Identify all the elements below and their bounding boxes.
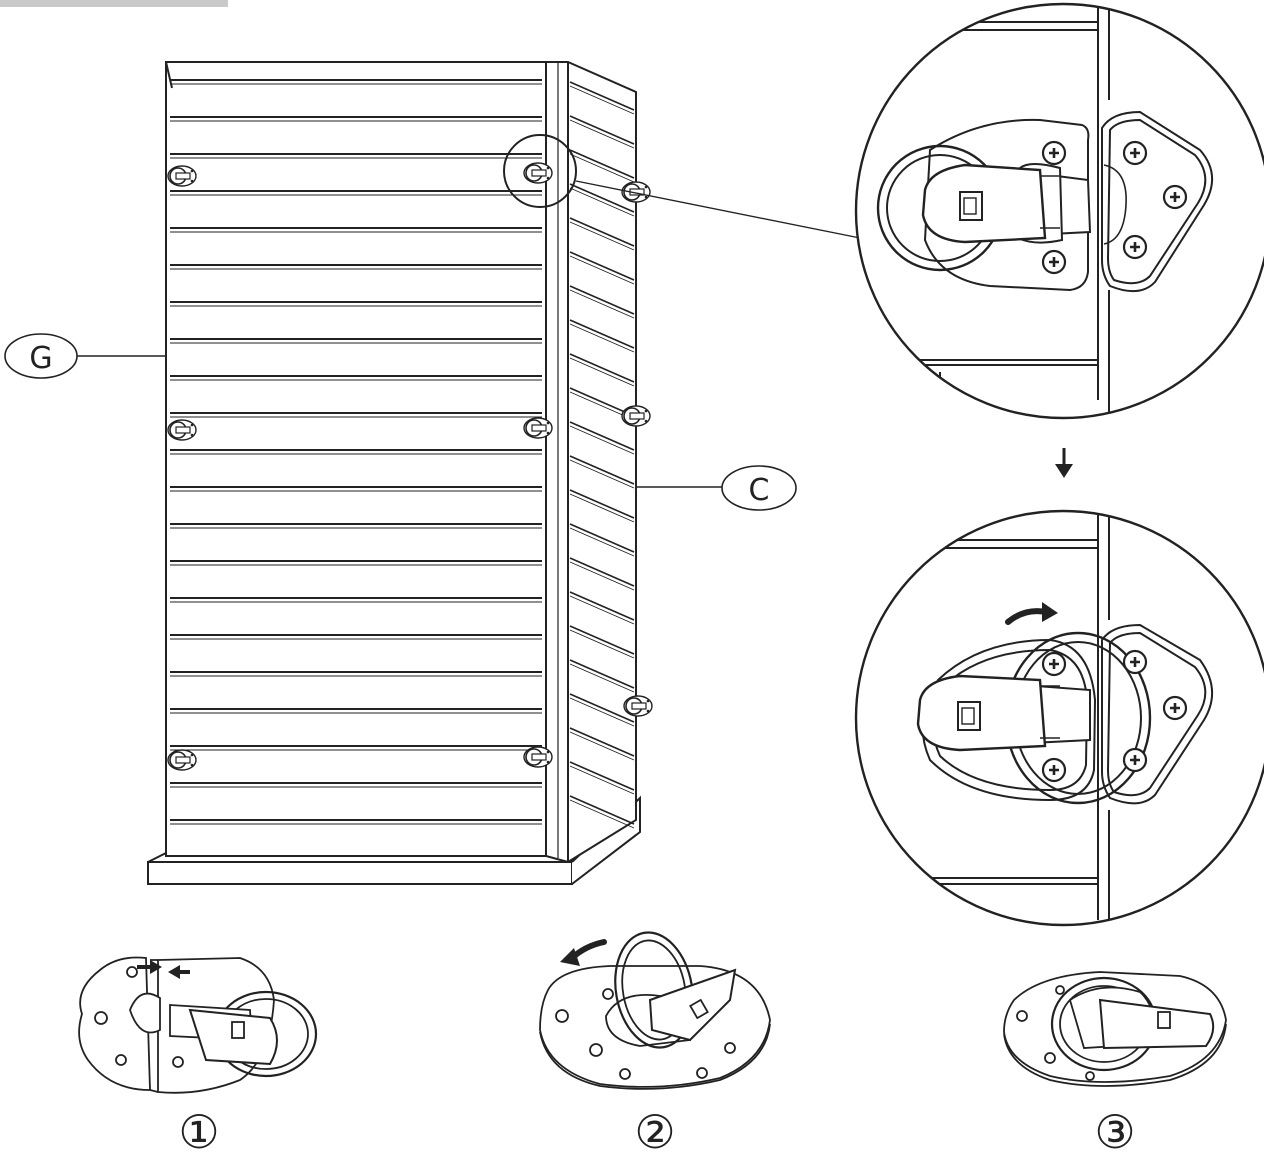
front-slat xyxy=(170,375,542,381)
latch-icon xyxy=(621,181,651,203)
side-slat xyxy=(569,319,635,353)
front-slat xyxy=(170,227,542,233)
front-slat xyxy=(170,301,542,307)
rotate-arrow-icon xyxy=(560,939,607,966)
corner-tab xyxy=(0,0,228,7)
side-slat xyxy=(569,557,635,591)
front-slat xyxy=(170,190,542,196)
front-slat xyxy=(170,264,542,270)
front-slats xyxy=(170,79,542,825)
side-slat xyxy=(569,421,635,455)
rotate-arrow-icon xyxy=(1005,602,1058,625)
front-slat xyxy=(170,79,542,85)
latch-icon xyxy=(167,165,197,187)
side-slat xyxy=(569,115,635,149)
label-g-callout: G xyxy=(4,333,166,379)
side-slat xyxy=(569,183,635,217)
label-c-callout: C xyxy=(636,465,797,511)
side-slat xyxy=(569,795,635,829)
front-slat xyxy=(170,523,542,529)
side-slat xyxy=(569,489,635,523)
latch-icon xyxy=(167,749,197,771)
front-slat xyxy=(170,782,542,788)
latch-icon xyxy=(621,405,651,427)
step-2-illustration xyxy=(539,931,771,1090)
zoom-detail-closed xyxy=(854,2,1264,420)
label-g: G xyxy=(29,341,52,376)
front-panel-g xyxy=(165,61,547,857)
label-c: C xyxy=(749,473,770,508)
side-slat xyxy=(569,659,635,693)
side-slats xyxy=(569,81,635,829)
side-slat xyxy=(569,285,635,319)
front-slat xyxy=(170,412,542,418)
push-arrows-icon xyxy=(137,960,190,979)
side-slat xyxy=(569,761,635,795)
step-3-marker: ③ xyxy=(1094,1105,1135,1159)
latch-icon xyxy=(523,746,553,768)
front-slat xyxy=(170,708,542,714)
side-slat xyxy=(569,727,635,761)
front-slat xyxy=(170,634,542,640)
side-slat xyxy=(569,591,635,625)
zoom-leader-line xyxy=(575,180,861,239)
storage-cabinet xyxy=(147,61,641,885)
step-2-marker: ② xyxy=(634,1105,675,1159)
front-slat xyxy=(170,338,542,344)
latch-icon xyxy=(523,417,553,439)
latch-icon xyxy=(167,419,197,441)
front-slat xyxy=(170,449,542,455)
front-slat xyxy=(170,486,542,492)
step-1-marker: ① xyxy=(178,1105,219,1159)
side-slat xyxy=(569,217,635,251)
front-slat xyxy=(170,819,542,825)
side-slat xyxy=(569,455,635,489)
step-1-illustration xyxy=(78,956,318,1094)
latch-highlight-circle xyxy=(503,134,577,208)
zoom-detail-open xyxy=(854,509,1264,927)
latch-icon xyxy=(623,695,653,717)
front-slat xyxy=(170,560,542,566)
front-slat xyxy=(170,745,542,751)
side-panel-c xyxy=(545,61,637,864)
side-slat xyxy=(569,149,635,183)
side-slat xyxy=(569,251,635,285)
side-slat xyxy=(569,81,635,115)
step-3-illustration xyxy=(1003,971,1227,1087)
side-slat xyxy=(569,625,635,659)
latch-icon xyxy=(523,162,553,184)
side-slat xyxy=(569,353,635,387)
side-slat xyxy=(569,693,635,727)
front-slat xyxy=(170,116,542,122)
down-arrow-icon xyxy=(1055,448,1073,478)
front-slat xyxy=(170,153,542,159)
cabinet-base xyxy=(147,861,573,885)
front-slat xyxy=(170,597,542,603)
side-slat xyxy=(569,523,635,557)
front-slat xyxy=(170,671,542,677)
